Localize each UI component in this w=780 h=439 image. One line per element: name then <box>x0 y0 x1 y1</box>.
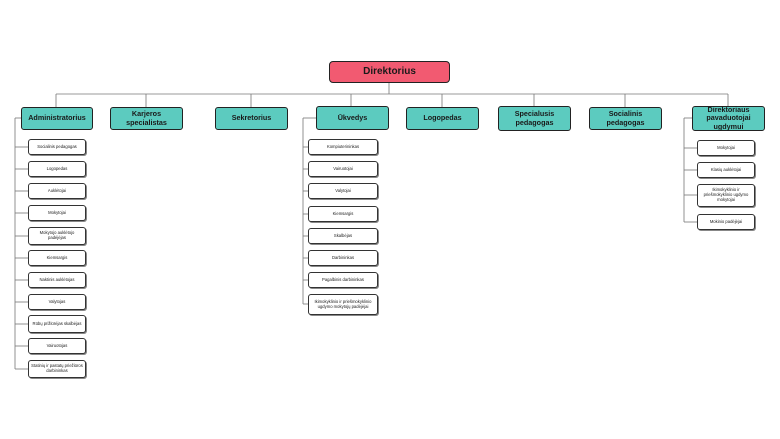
child-node: Ikimokyklinio ir priešmokyklinio ugdymo … <box>308 294 378 315</box>
child-node: Vairuotojai <box>308 161 378 177</box>
dept-specialusis-pedagogas: Specialusis pedagogas <box>498 106 571 131</box>
child-node: Pagalbinis darbininkas <box>308 272 378 288</box>
dept-logopedas: Logopedas <box>406 107 479 130</box>
child-node: Socialinis pedagogas <box>28 139 86 155</box>
dept-direktoriaus-pavaduotojai-ugdymui: Direktoriaus pavaduotojai ugdymui <box>692 105 765 131</box>
child-node: Mokinio padėjėjai <box>697 214 755 230</box>
child-node: Ikimokyklinio ir priešmokyklinio ugdymo … <box>697 184 755 207</box>
child-node: Auklėtojai <box>28 183 86 199</box>
child-node: Vairuotojas <box>28 338 86 354</box>
root-node-direktorius: Direktorius <box>329 61 450 83</box>
child-node: Logopedas <box>28 161 86 177</box>
dept-socialinis-pedagogas: Socialinis pedagogas <box>589 107 662 130</box>
child-node: Mokytojai <box>28 205 86 221</box>
child-node: Rūbų prižiūrėjas skalbėjas <box>28 315 86 333</box>
child-node: Valytojas <box>28 294 86 310</box>
child-node: Valytojai <box>308 183 378 199</box>
dept-administratorius: Administratorius <box>21 107 93 130</box>
child-node: Mokytojo auklėtojo padėjėjas <box>28 227 86 245</box>
child-node: Klasių auklėtojai <box>697 162 755 178</box>
child-node: Naktinis auklėtojas <box>28 272 86 288</box>
dept-sekretorius: Sekretorius <box>215 107 288 130</box>
child-node: Kiemsargis <box>28 250 86 266</box>
dept-karjeros-specialistas: Karjeros specialistas <box>110 107 183 130</box>
child-node: Skalbėjas <box>308 228 378 244</box>
child-node: Mokytojai <box>697 140 755 156</box>
child-node: Statinių ir pastatų priežiūros darbinink… <box>28 360 86 378</box>
child-node: Kiemsargis <box>308 206 378 222</box>
child-node: Darbininkas <box>308 250 378 266</box>
child-node: Kompiuterininkas <box>308 139 378 155</box>
dept-ukvedys: Ūkvedys <box>316 106 389 130</box>
